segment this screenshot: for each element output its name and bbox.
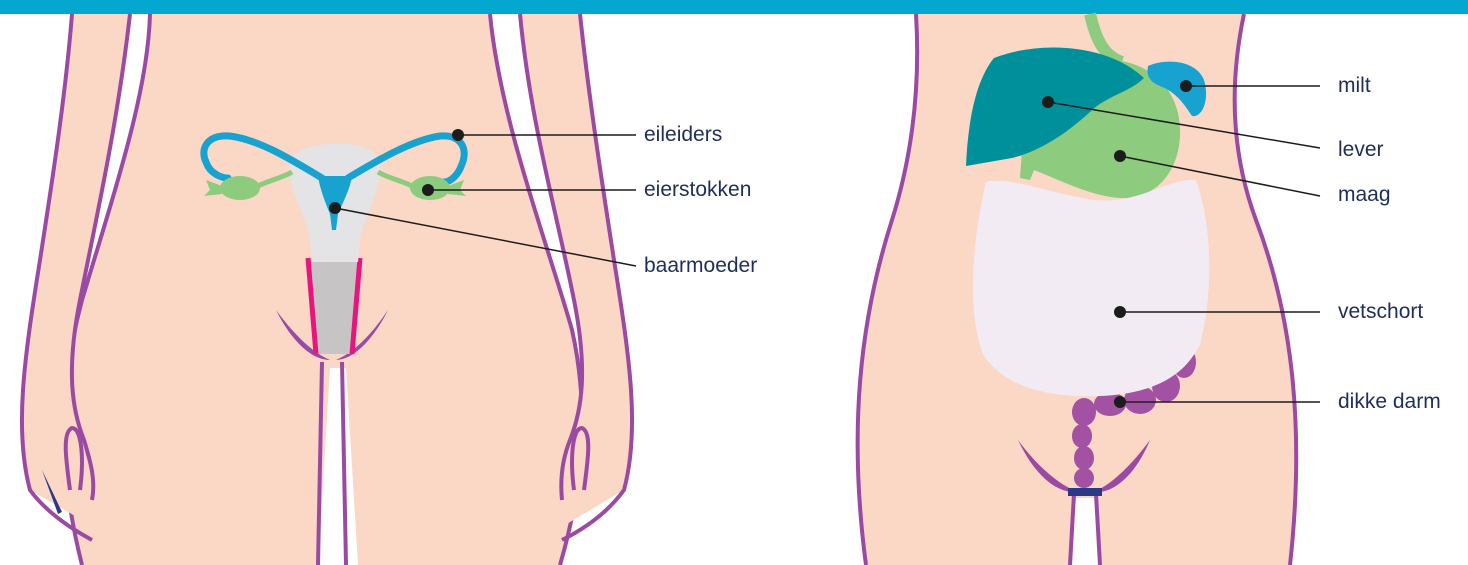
right-figure — [858, 14, 1320, 565]
label-maag: maag — [1338, 183, 1391, 207]
label-dikke-darm: dikke darm — [1338, 390, 1441, 414]
label-milt: milt — [1338, 74, 1371, 98]
omentum — [973, 180, 1209, 396]
right-inner-leg-outline — [1070, 494, 1100, 565]
label-baarmoeder: baarmoeder — [644, 254, 757, 278]
right-vagina-band — [1068, 488, 1102, 496]
left-figure — [22, 14, 636, 565]
label-eierstokken: eierstokken — [644, 178, 751, 202]
label-vetschort: vetschort — [1338, 300, 1423, 324]
label-lever: lever — [1338, 138, 1384, 162]
label-eileiders: eileiders — [644, 123, 722, 147]
